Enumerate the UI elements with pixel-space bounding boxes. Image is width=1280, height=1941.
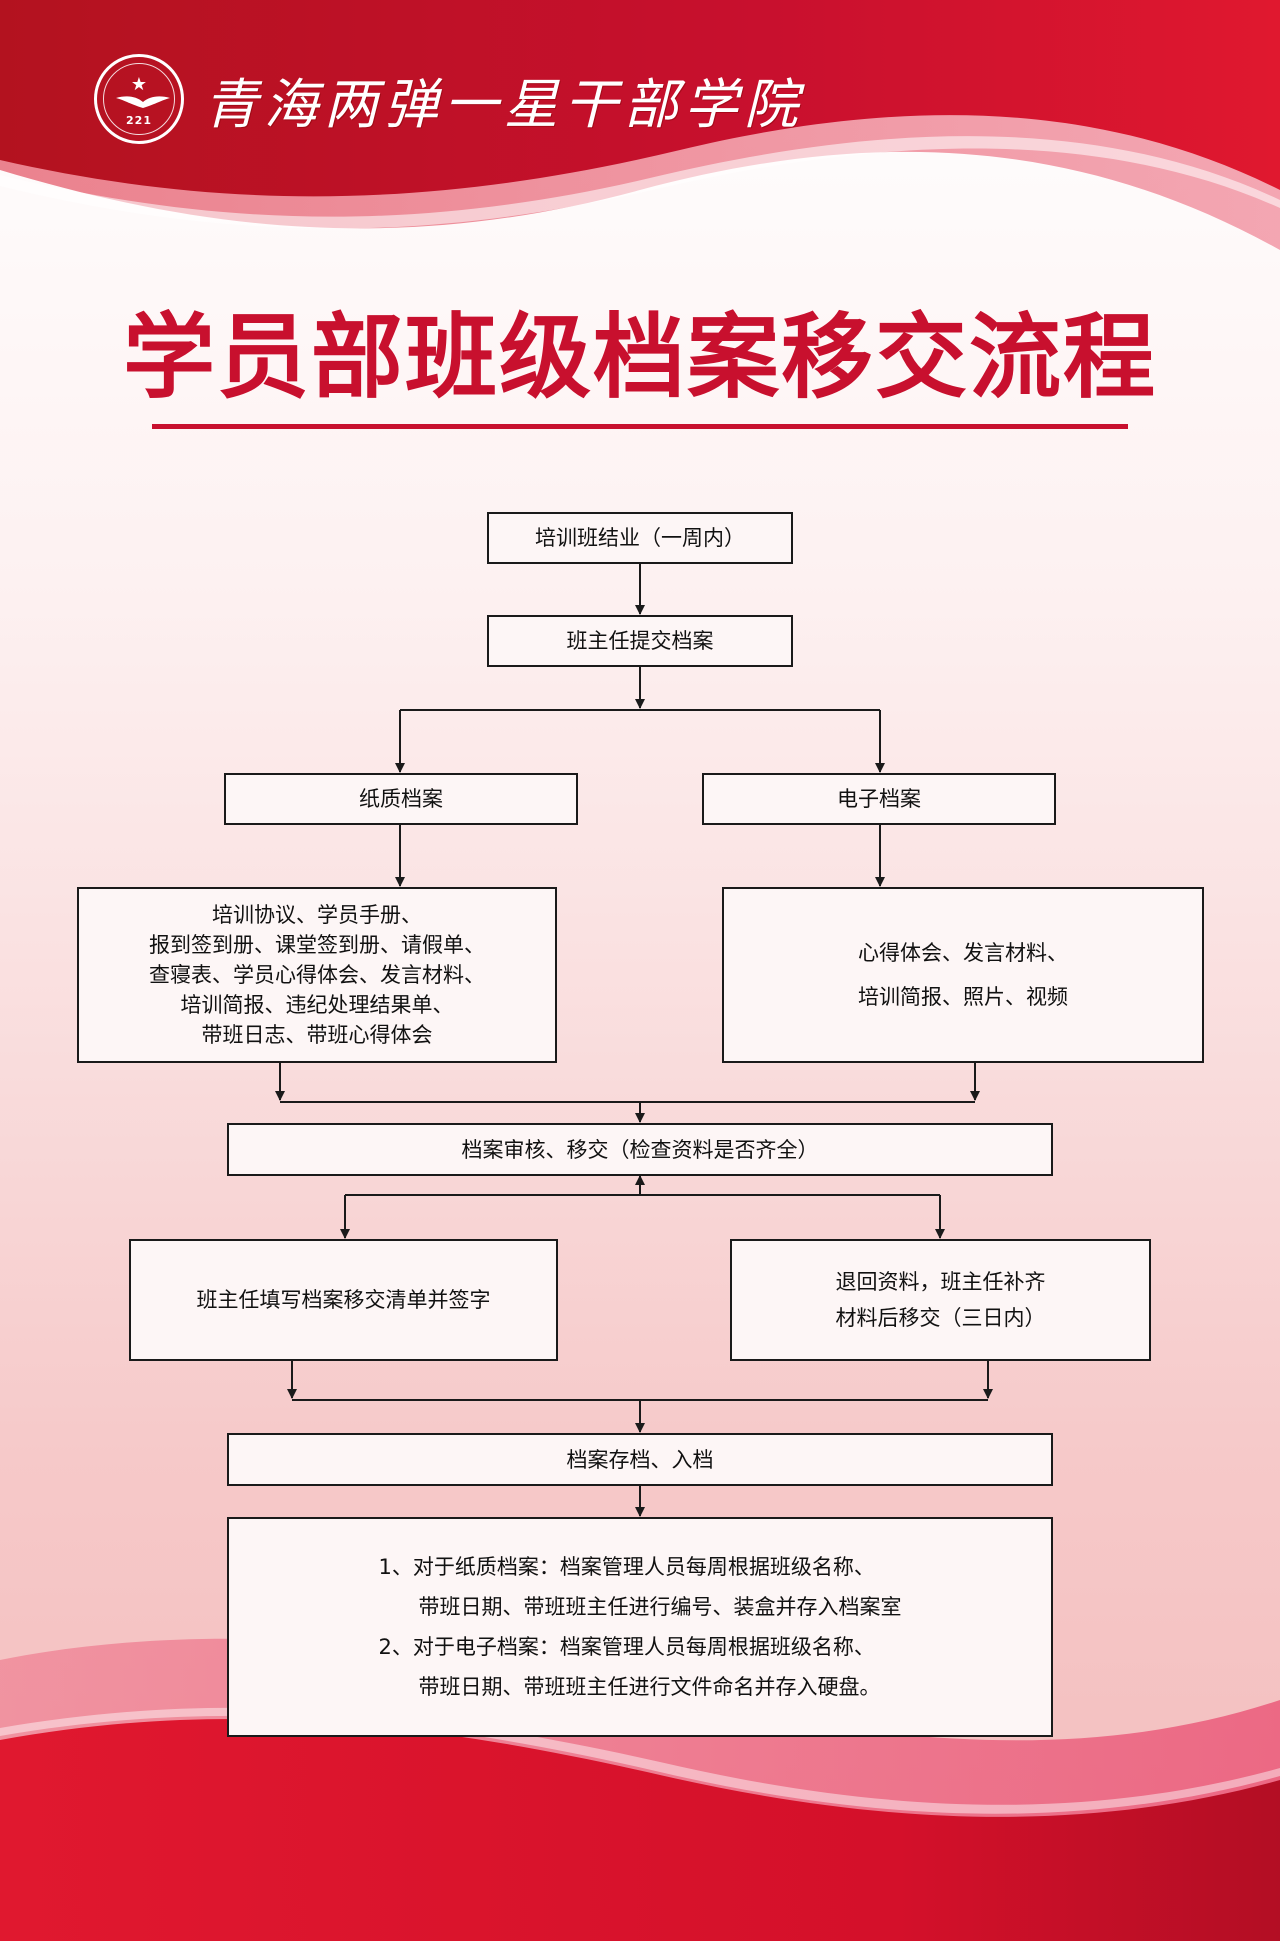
top-wave-highlight (0, 136, 1280, 229)
bottom-wave-main (0, 1718, 1280, 1941)
final-instructions-box: 1、对于纸质档案：档案管理人员每周根据班级名称、 带班日期、带班班主任进行编号、… (227, 1517, 1053, 1737)
org-name: 青海两弹一星干部学院 (204, 73, 804, 136)
return-line: 材料后移交（三日内） (835, 1306, 1046, 1330)
final-line: 2、对于电子档案：档案管理人员每周根据班级名称、 (378, 1635, 875, 1659)
step-return-materials: 退回资料，班主任补齐 材料后移交（三日内） (730, 1239, 1151, 1361)
paper-items-box: 培训协议、学员手册、 报到签到册、课堂签到册、请假单、 查寝表、学员心得体会、发… (77, 887, 557, 1063)
final-line: 1、对于纸质档案：档案管理人员每周根据班级名称、 (378, 1555, 875, 1579)
return-line: 退回资料，班主任补齐 (835, 1270, 1046, 1294)
step-graduation: 培训班结业（一周内） (487, 512, 793, 564)
page-title: 学员部班级档案移交流程 (122, 303, 1157, 411)
step-paper-label: 纸质档案 (359, 787, 443, 811)
electronic-item-line: 心得体会、发言材料、 (858, 941, 1068, 965)
step-submit-label: 班主任提交档案 (566, 629, 714, 653)
step-review-label: 档案审核、移交（检查资料是否齐全） (461, 1137, 819, 1162)
step-electronic-archive: 电子档案 (702, 773, 1056, 825)
top-wave-main (0, 0, 1280, 197)
final-instructions: 1、对于纸质档案：档案管理人员每周根据班级名称、 带班日期、带班班主任进行编号、… (379, 1547, 902, 1707)
step-graduation-label: 培训班结业（一周内） (535, 526, 745, 550)
electronic-items-list: 心得体会、发言材料、 培训简报、照片、视频 (858, 931, 1068, 1019)
wings-icon (116, 96, 170, 108)
electronic-items-box: 心得体会、发言材料、 培训简报、照片、视频 (722, 887, 1204, 1063)
star-icon: ★ (130, 74, 148, 95)
paper-item-line: 报到签到册、课堂签到册、请假单、 (149, 933, 485, 957)
step-archive-label: 档案存档、入档 (566, 1447, 714, 1472)
emblem-ring: ★ 221 (103, 63, 175, 135)
electronic-item-line: 培训简报、照片、视频 (858, 985, 1068, 1009)
step-sign-label: 班主任填写档案移交清单并签字 (196, 1288, 491, 1312)
paper-item-line: 带班日志、带班心得体会 (201, 1023, 433, 1047)
step-archive-store: 档案存档、入档 (227, 1433, 1053, 1486)
title-underline (152, 424, 1128, 429)
bottom-wave-highlight (0, 1707, 1280, 1814)
emblem-number: 221 (126, 114, 152, 127)
paper-item-line: 培训协议、学员手册、 (212, 903, 422, 927)
step-paper-archive: 纸质档案 (224, 773, 578, 825)
college-emblem: ★ 221 (94, 54, 184, 144)
header: ★ 221 青海两弹一星干部学院 (0, 0, 1280, 240)
step-review-transfer: 档案审核、移交（检查资料是否齐全） (227, 1123, 1053, 1176)
step-electronic-label: 电子档案 (837, 787, 921, 811)
return-lines: 退回资料，班主任补齐 材料后移交（三日内） (836, 1264, 1046, 1336)
paper-item-line: 查寝表、学员心得体会、发言材料、 (149, 963, 485, 987)
step-submit-archive: 班主任提交档案 (487, 615, 793, 667)
final-line: 带班日期、带班班主任进行编号、装盒并存入档案室 (418, 1595, 902, 1619)
step-sign-list: 班主任填写档案移交清单并签字 (129, 1239, 558, 1361)
final-line: 带班日期、带班班主任进行文件命名并存入硬盘。 (418, 1675, 881, 1699)
paper-items-list: 培训协议、学员手册、 报到签到册、课堂签到册、请假单、 查寝表、学员心得体会、发… (149, 900, 485, 1050)
paper-item-line: 培训简报、违纪处理结果单、 (180, 993, 454, 1017)
